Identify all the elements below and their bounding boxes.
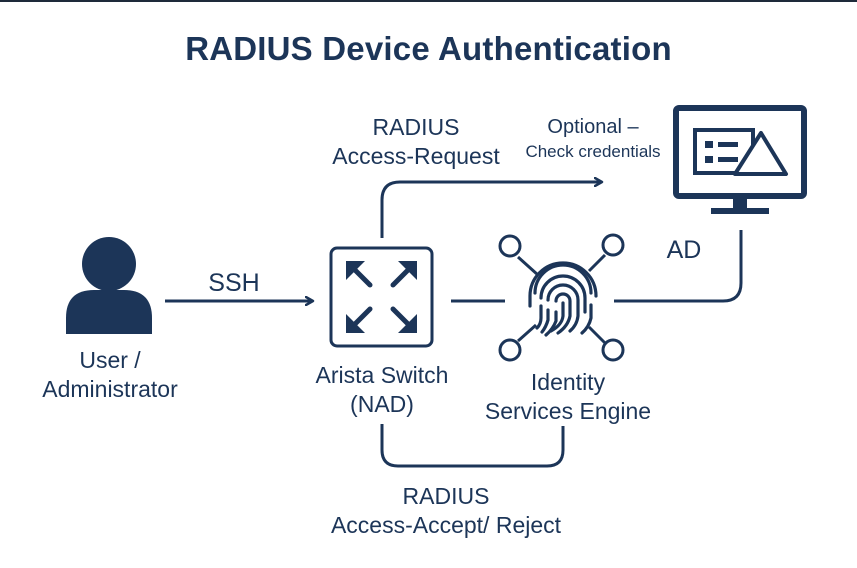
user-icon <box>66 237 152 334</box>
user-label: User / Administrator <box>25 346 195 404</box>
page-title: RADIUS Device Authentication <box>185 30 672 67</box>
access-request-label: RADIUS Access-Request <box>318 113 514 171</box>
ad-label: AD <box>666 236 702 264</box>
optional-line1: Optional – <box>547 116 639 138</box>
monitor-icon <box>673 105 807 214</box>
ise-label-line2: Services Engine <box>484 398 652 424</box>
access-request-line2: Access-Request <box>332 143 500 169</box>
switch-label-line2: (NAD) <box>350 391 414 417</box>
access-accept-connector <box>380 424 565 468</box>
access-accept-line2: Access-Accept/ Reject <box>330 512 562 538</box>
access-request-connector <box>380 182 601 238</box>
top-border <box>0 0 857 2</box>
user-label-line2: Administrator <box>42 376 178 402</box>
ise-label-line1: Identity <box>530 369 606 395</box>
fingerprint-icon <box>498 233 625 362</box>
switch-label-line1: Arista Switch <box>315 362 449 388</box>
optional-line2: Check credentials <box>525 142 661 161</box>
ise-label: Identity Services Engine <box>468 368 668 426</box>
switch-icon <box>329 246 434 348</box>
ise-ad-connector <box>614 230 743 303</box>
ssh-label: SSH <box>208 269 260 297</box>
switch-label: Arista Switch (NAD) <box>296 361 468 419</box>
access-accept-label: RADIUS Access-Accept/ Reject <box>318 482 574 540</box>
optional-label: Optional – Check credentials <box>516 114 670 164</box>
access-accept-line1: RADIUS <box>402 483 490 509</box>
access-request-line1: RADIUS <box>372 114 460 140</box>
user-label-line1: User / <box>79 347 141 373</box>
